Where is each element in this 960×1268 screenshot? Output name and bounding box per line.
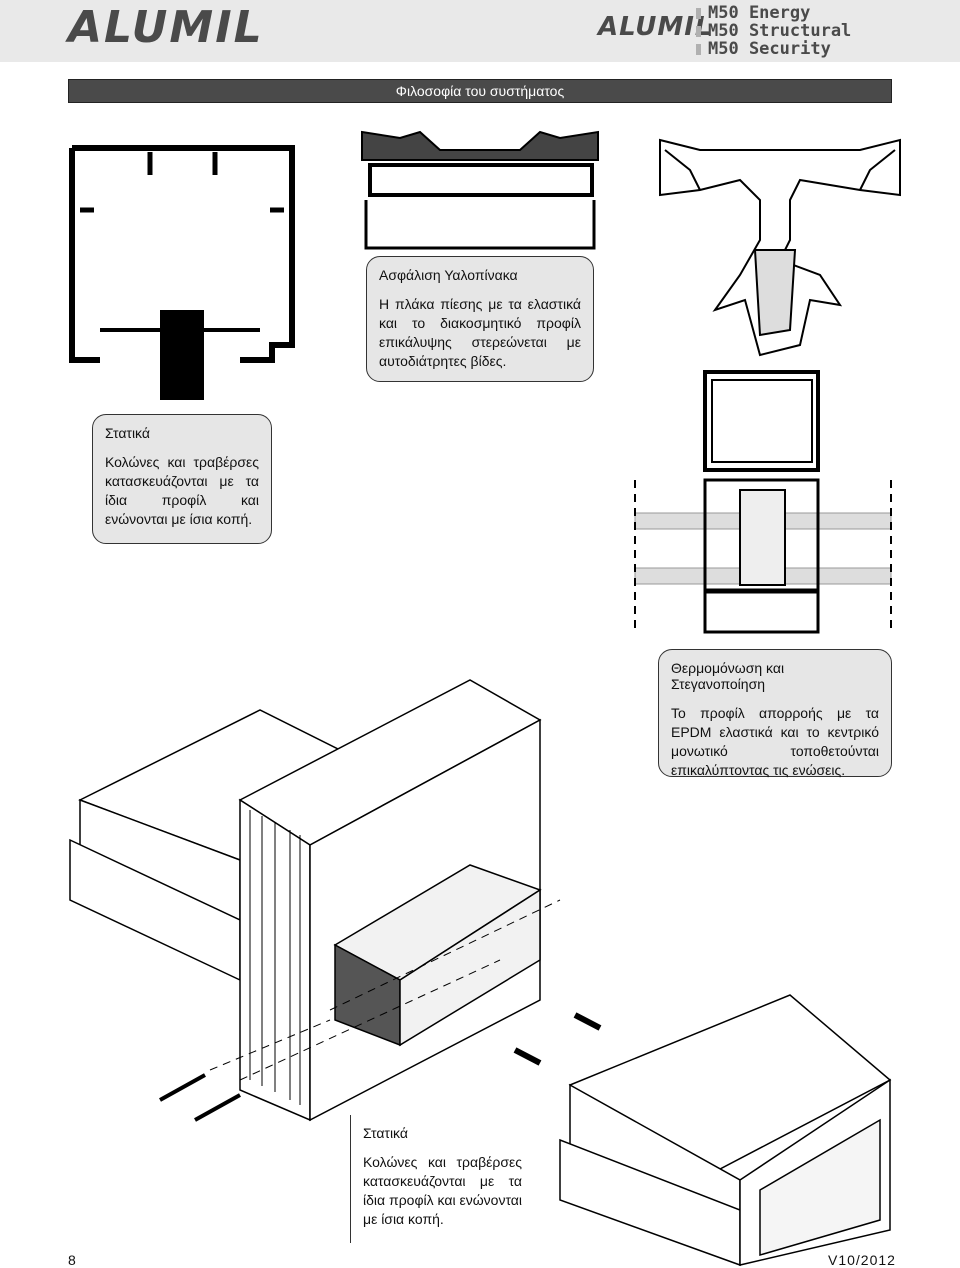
callout-title: Θερμομόνωση και Στεγανοποίηση [671, 660, 785, 692]
assembled-section-drawing [634, 370, 892, 634]
callout-statics-bottom: Στατικά Κολώνες και τραβέρσες κατασκευάζ… [350, 1115, 534, 1243]
insulator-drawing [659, 138, 901, 357]
section-title: Φιλοσοφία του συστήματος [68, 79, 892, 103]
mullion-section-drawing [69, 145, 295, 400]
isometric-assembly-drawing [69, 679, 892, 1267]
alumil-logo-small: ALUMIL [598, 12, 713, 42]
callout-body: Κολώνες και τραβέρσες κατασκευάζονται με… [105, 454, 259, 527]
series-item: M50 Structural [696, 22, 896, 40]
cover-profile-drawing [361, 130, 599, 250]
page-header: ALUMIL ALUMIL M50 Energy M50 Structural … [0, 0, 960, 62]
callout-statics-top: Στατικά Κολώνες και τραβέρσες κατασκευάζ… [92, 414, 272, 544]
series-list: M50 Energy M50 Structural M50 Security [696, 4, 896, 58]
callout-title: Στατικά [105, 425, 150, 441]
series-item: M50 Security [696, 40, 896, 58]
page-number: 8 [68, 1252, 76, 1268]
series-item: M50 Energy [696, 4, 896, 22]
callout-title: Στατικά [363, 1125, 408, 1141]
callout-body: Κολώνες και τραβέρσες κατασκευάζονται με… [363, 1154, 522, 1227]
callout-glass-lock: Ασφάλιση Υαλοπίνακα Η πλάκα πίεσης με τα… [366, 256, 594, 382]
callout-insulation: Θερμομόνωση και Στεγανοποίηση Το προφίλ … [658, 649, 892, 778]
version-label: V10/2012 [828, 1252, 896, 1268]
alumil-logo: ALUMIL [68, 2, 264, 53]
callout-body: Το προφίλ απορροής με τα EPDM ελαστικά κ… [671, 705, 879, 778]
callout-title: Ασφάλιση Υαλοπίνακα [379, 267, 518, 283]
callout-body: Η πλάκα πίεσης με τα ελαστικά και το δια… [379, 296, 581, 369]
